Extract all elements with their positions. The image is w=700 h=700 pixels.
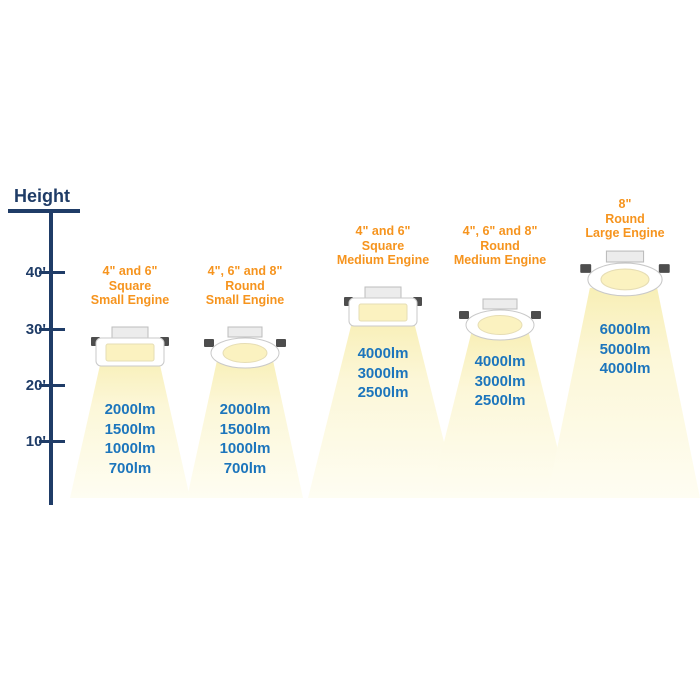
round-downlight-icon bbox=[580, 250, 670, 297]
header-line: Medium Engine bbox=[336, 253, 430, 267]
lumen-value: 700lm bbox=[108, 459, 152, 477]
lumen-value: 3000lm bbox=[357, 364, 409, 382]
lumen-list: 4000lm 3000lm 2500lm bbox=[333, 344, 433, 403]
lumen-list: 2000lm 1500lm 1000lm 700lm bbox=[80, 400, 180, 478]
lumen-value: 5000lm bbox=[599, 340, 651, 358]
header-line: Medium Engine bbox=[453, 253, 547, 267]
lumen-value: 4000lm bbox=[474, 353, 526, 370]
square-downlight-icon bbox=[91, 326, 169, 367]
height-axis-line bbox=[49, 209, 53, 505]
square-downlight-icon bbox=[344, 286, 422, 327]
fixture-header-round-small: 4", 6" and 8" Round Small Engine bbox=[185, 264, 305, 308]
axis-title-underline bbox=[8, 209, 80, 213]
header-line: Large Engine bbox=[585, 226, 665, 240]
fixture-header-square-medium: 4" and 6" Square Medium Engine bbox=[323, 224, 443, 268]
header-line: Small Engine bbox=[90, 293, 170, 307]
header-line: Square bbox=[108, 278, 152, 293]
lumen-value: 700lm bbox=[223, 459, 267, 477]
lumen-value: 4000lm bbox=[599, 360, 651, 377]
header-line: Square bbox=[361, 238, 405, 253]
fixture-header-round-large: 8" Round Large Engine bbox=[565, 197, 685, 241]
axis-tick-label-30: 30' bbox=[25, 321, 46, 338]
axis-tick-40 bbox=[39, 271, 65, 274]
axis-tick-label-40: 40' bbox=[25, 264, 46, 281]
header-line: Round bbox=[605, 211, 645, 226]
lumen-list: 6000lm 5000lm 4000lm bbox=[575, 320, 675, 379]
lumen-value: 1500lm bbox=[219, 420, 271, 438]
header-line: 4", 6" and 8" bbox=[462, 224, 538, 238]
lumen-list: 2000lm 1500lm 1000lm 700lm bbox=[195, 400, 295, 478]
axis-tick-label-20: 20' bbox=[25, 377, 46, 394]
header-line: Small Engine bbox=[205, 293, 285, 307]
lumen-value: 2500lm bbox=[357, 384, 409, 401]
lumen-value: 2000lm bbox=[104, 401, 156, 418]
fixture-header-square-small: 4" and 6" Square Small Engine bbox=[70, 264, 190, 308]
fixture-header-round-medium: 4", 6" and 8" Round Medium Engine bbox=[440, 224, 560, 268]
lumen-value: 2000lm bbox=[219, 401, 271, 418]
header-line: 4", 6" and 8" bbox=[207, 264, 283, 278]
round-downlight-icon bbox=[459, 298, 541, 341]
lumen-value: 6000lm bbox=[599, 321, 651, 338]
axis-tick-label-10: 10' bbox=[25, 433, 46, 450]
header-line: 8" bbox=[618, 197, 632, 211]
axis-tick-20 bbox=[39, 384, 65, 387]
lumen-value: 3000lm bbox=[474, 372, 526, 390]
lumen-list: 4000lm 3000lm 2500lm bbox=[450, 352, 550, 411]
header-line: Round bbox=[225, 278, 265, 293]
axis-tick-30 bbox=[39, 328, 65, 331]
axis-title: Height bbox=[14, 186, 70, 206]
header-line: Round bbox=[480, 238, 520, 253]
lumen-value: 2500lm bbox=[474, 392, 526, 409]
axis-tick-10 bbox=[39, 440, 65, 443]
lumen-value: 1500lm bbox=[104, 420, 156, 438]
round-downlight-icon bbox=[204, 326, 286, 369]
lumen-value: 1000lm bbox=[219, 440, 271, 457]
lumen-value: 4000lm bbox=[357, 345, 409, 362]
header-line: 4" and 6" bbox=[102, 264, 158, 278]
header-line: 4" and 6" bbox=[355, 224, 411, 238]
lumen-value: 1000lm bbox=[104, 440, 156, 457]
